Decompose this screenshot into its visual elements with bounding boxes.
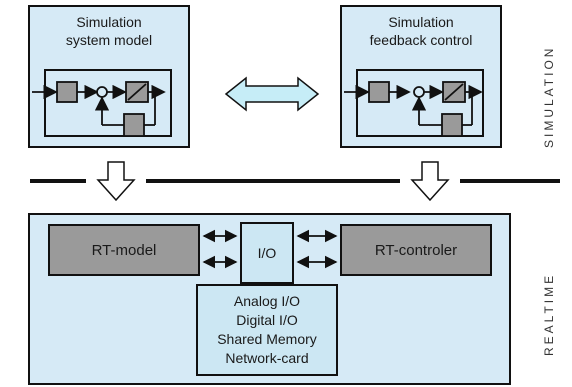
- system-model-title: Simulation system model: [30, 13, 188, 49]
- feedback-control-title: Simulation feedback control: [342, 13, 500, 49]
- io-connections: [202, 229, 338, 269]
- rt-controller-block: RT-controler: [340, 224, 492, 276]
- io-types-list: Analog I/O Digital I/O Shared Memory Net…: [196, 284, 338, 376]
- system-model-block-diagram: [32, 81, 166, 137]
- bidirectional-arrow-icon: [224, 76, 320, 112]
- system-model-panel: Simulation system model: [28, 5, 190, 148]
- io-box: I/O: [240, 222, 294, 284]
- system-model-title-line1: Simulation: [76, 14, 142, 30]
- down-arrow-left-icon: [96, 161, 136, 202]
- feedback-control-title-line1: Simulation: [388, 14, 454, 30]
- feedback-control-title-line2: feedback control: [369, 32, 473, 48]
- io-type-shared-memory: Shared Memory: [217, 331, 317, 347]
- rt-model-block: RT-model: [48, 224, 200, 276]
- io-type-analog: Analog I/O: [233, 293, 301, 309]
- io-type-digital: Digital I/O: [236, 312, 298, 328]
- io-type-network-card: Network-card: [225, 350, 309, 366]
- down-arrow-right-icon: [410, 161, 450, 202]
- system-model-title-line2: system model: [65, 32, 153, 48]
- feedback-control-block-diagram: [344, 81, 483, 137]
